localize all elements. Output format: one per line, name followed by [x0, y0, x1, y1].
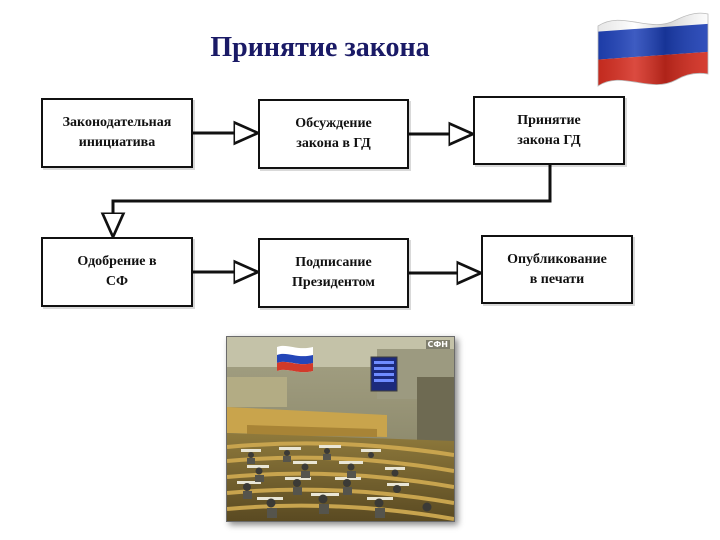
hall-flag-icon: [277, 345, 313, 373]
step-label: Опубликование в печати: [507, 251, 607, 287]
step-label: Принятие закона ГД: [517, 112, 581, 148]
step-label: Одобрение в СФ: [77, 254, 157, 289]
step-label: Подписание Президентом: [292, 255, 375, 290]
arrow-adoption-to-approval: [113, 165, 552, 237]
step-discussion-in-duma: Обсуждение закона в ГД: [258, 99, 409, 169]
state-duma-hall-photo: [226, 336, 455, 522]
step-adoption-by-duma: Принятие закона ГД: [473, 96, 625, 165]
step-approval-by-federation-council: Одобрение в СФ: [41, 237, 193, 307]
page-title: Принятие закона: [210, 32, 430, 63]
russian-flag-icon: [597, 12, 709, 87]
step-label: Обсуждение закона в ГД: [295, 116, 372, 151]
step-signing-by-president: Подписание Президентом: [258, 238, 409, 308]
channel-mark: СФН: [425, 340, 450, 349]
step-label: Законодательная инициатива: [62, 115, 172, 150]
step-legislative-initiative: Законодательная инициатива: [41, 98, 193, 168]
step-publication: Опубликование в печати: [481, 235, 633, 304]
